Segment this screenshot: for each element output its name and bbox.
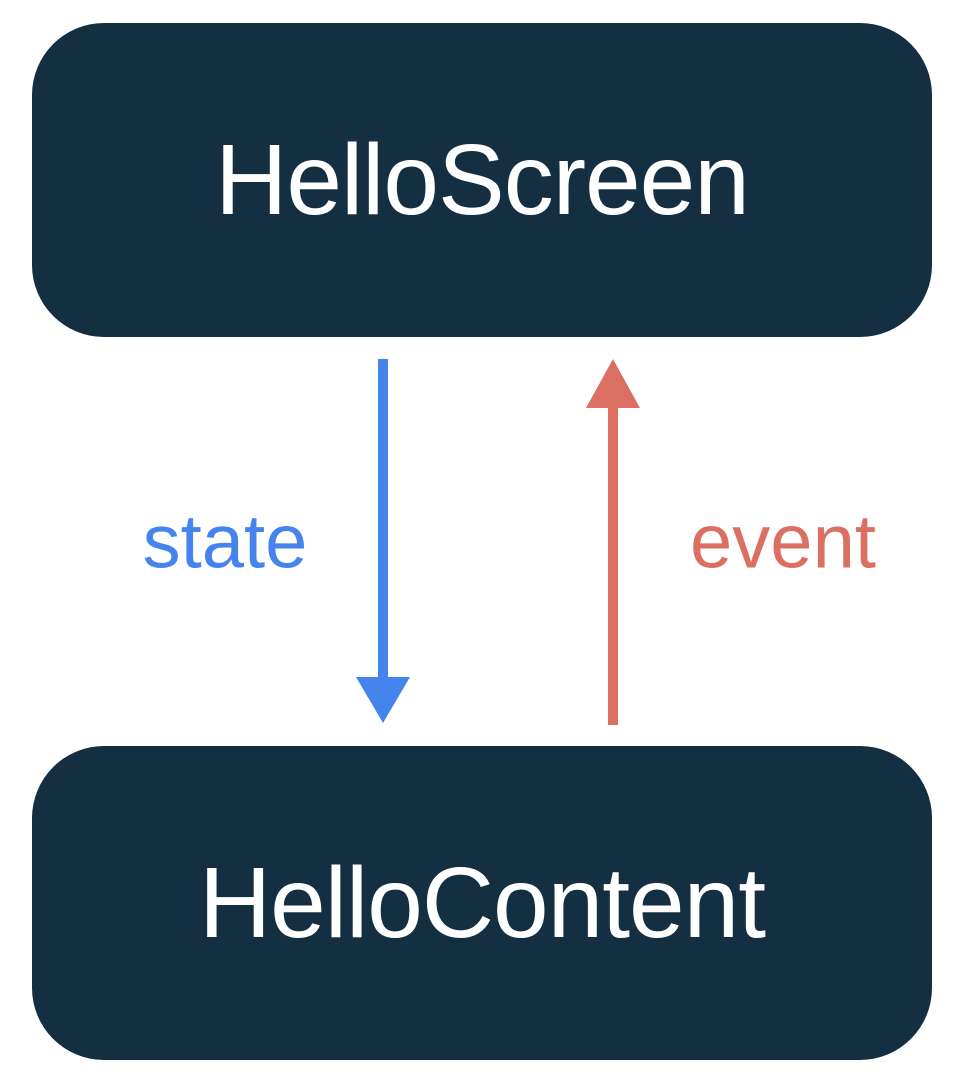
node-hello-screen-label: HelloScreen bbox=[215, 123, 750, 236]
event-arrow-icon bbox=[586, 359, 640, 725]
state-arrow-head-icon bbox=[356, 677, 410, 723]
node-hello-content: HelloContent bbox=[32, 746, 932, 1060]
state-edge-label: state bbox=[142, 499, 308, 585]
node-hello-content-label: HelloContent bbox=[198, 846, 766, 959]
event-edge-label: event bbox=[690, 499, 876, 585]
state-arrow-icon bbox=[356, 359, 410, 723]
node-hello-screen: HelloScreen bbox=[32, 23, 932, 337]
event-arrow-head-icon bbox=[586, 359, 640, 408]
